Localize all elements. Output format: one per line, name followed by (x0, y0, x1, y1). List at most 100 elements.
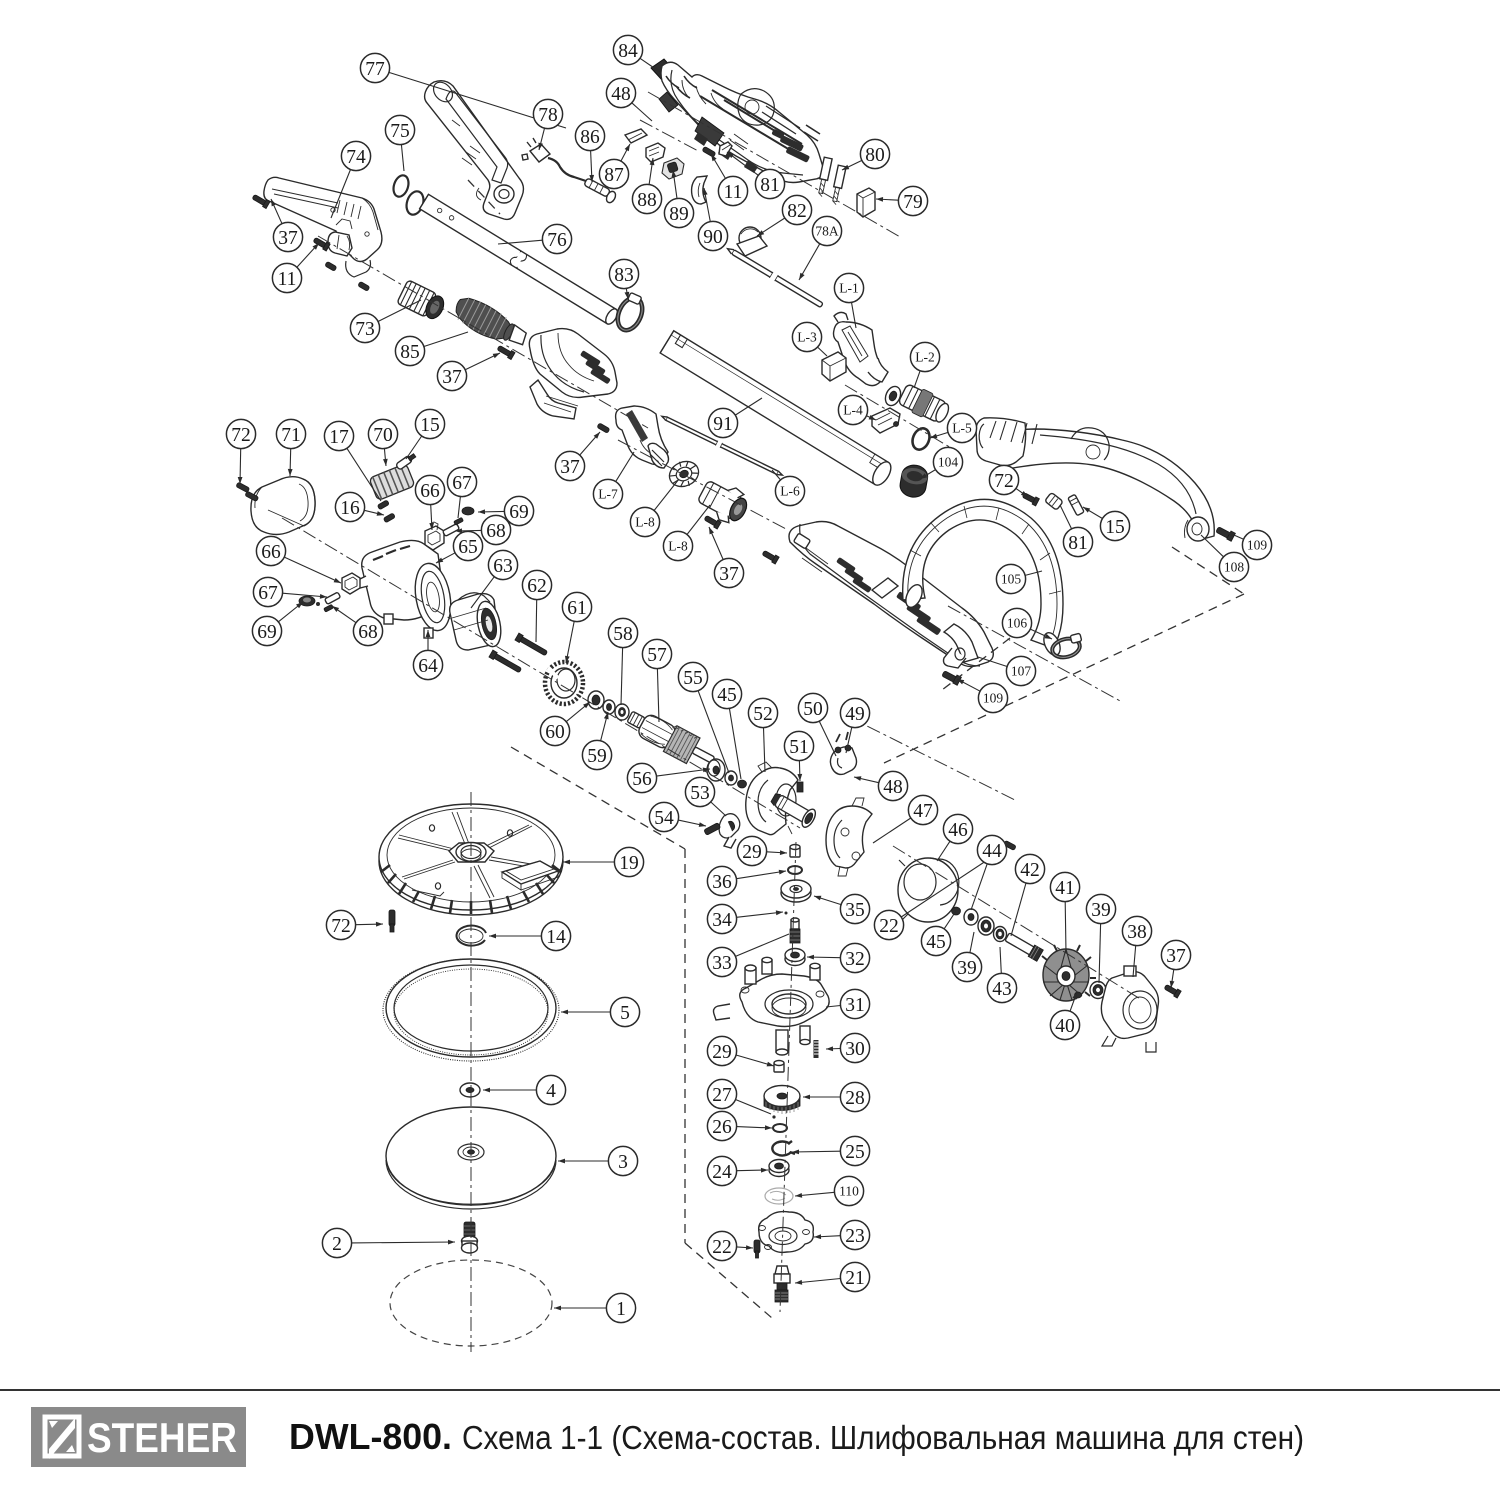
svg-text:69: 69 (257, 622, 277, 643)
svg-text:61: 61 (567, 598, 587, 619)
svg-text:28: 28 (845, 1088, 865, 1109)
svg-text:90: 90 (703, 227, 723, 248)
svg-text:83: 83 (614, 265, 634, 286)
svg-text:40: 40 (1055, 1016, 1075, 1037)
svg-text:78: 78 (538, 105, 558, 126)
svg-text:37: 37 (560, 457, 580, 478)
svg-text:1: 1 (616, 1299, 626, 1320)
svg-text:68: 68 (358, 622, 378, 643)
svg-text:43: 43 (992, 979, 1012, 1000)
svg-text:39: 39 (957, 958, 977, 979)
svg-text:4: 4 (546, 1081, 556, 1102)
svg-text:56: 56 (632, 769, 652, 790)
svg-text:47: 47 (913, 801, 933, 822)
svg-text:31: 31 (845, 995, 865, 1016)
svg-text:67: 67 (452, 473, 472, 494)
svg-text:29: 29 (742, 842, 762, 863)
svg-text:34: 34 (712, 910, 732, 931)
svg-text:55: 55 (683, 668, 703, 689)
svg-text:36: 36 (712, 872, 732, 893)
svg-text:37: 37 (442, 367, 462, 388)
svg-text:L-7: L-7 (598, 487, 618, 502)
svg-text:14: 14 (546, 927, 566, 948)
svg-text:105: 105 (1001, 572, 1022, 587)
svg-text:L-8: L-8 (635, 515, 655, 530)
svg-text:77: 77 (365, 59, 385, 80)
svg-text:30: 30 (845, 1039, 865, 1060)
svg-text:21: 21 (845, 1268, 865, 1289)
svg-text:41: 41 (1055, 878, 1075, 899)
svg-text:69: 69 (509, 502, 529, 523)
svg-text:62: 62 (527, 576, 547, 597)
svg-text:2: 2 (332, 1234, 342, 1255)
svg-text:63: 63 (493, 556, 513, 577)
svg-text:27: 27 (712, 1085, 732, 1106)
svg-text:110: 110 (839, 1184, 859, 1199)
svg-text:88: 88 (637, 190, 657, 211)
svg-text:Схема 1-1 (Схема-состав. Шлифо: Схема 1-1 (Схема-состав. Шлифовальная ма… (462, 1419, 1304, 1456)
svg-text:72: 72 (994, 471, 1014, 492)
svg-text:26: 26 (712, 1117, 732, 1138)
svg-text:50: 50 (803, 699, 823, 720)
svg-text:37: 37 (278, 228, 298, 249)
svg-text:22: 22 (712, 1237, 732, 1258)
svg-text:59: 59 (587, 746, 607, 767)
svg-text:81: 81 (760, 175, 780, 196)
svg-text:16: 16 (340, 498, 360, 519)
svg-text:87: 87 (604, 165, 624, 186)
svg-text:L-8: L-8 (668, 539, 688, 554)
svg-text:22: 22 (879, 916, 899, 937)
svg-text:86: 86 (580, 127, 600, 148)
svg-text:32: 32 (845, 949, 865, 970)
svg-text:79: 79 (903, 192, 923, 213)
svg-text:109: 109 (983, 691, 1004, 706)
svg-text:25: 25 (845, 1142, 865, 1163)
svg-text:106: 106 (1007, 616, 1028, 631)
svg-text:78A: 78A (815, 224, 839, 239)
svg-text:42: 42 (1020, 860, 1040, 881)
svg-text:L-5: L-5 (952, 421, 972, 436)
svg-text:64: 64 (418, 656, 438, 677)
svg-text:L-6: L-6 (780, 484, 800, 499)
svg-text:37: 37 (719, 564, 739, 585)
svg-text:72: 72 (231, 425, 251, 446)
svg-text:15: 15 (1105, 517, 1125, 538)
svg-text:70: 70 (373, 425, 393, 446)
svg-text:29: 29 (712, 1042, 732, 1063)
svg-text:39: 39 (1091, 900, 1111, 921)
svg-text:73: 73 (355, 319, 375, 340)
svg-text:104: 104 (938, 455, 959, 470)
svg-text:L-3: L-3 (797, 330, 817, 345)
svg-text:65: 65 (458, 537, 478, 558)
svg-text:37: 37 (1166, 946, 1186, 967)
svg-text:52: 52 (753, 704, 773, 725)
svg-text:46: 46 (948, 820, 968, 841)
svg-text:67: 67 (258, 583, 278, 604)
svg-text:19: 19 (619, 853, 639, 874)
svg-text:53: 53 (690, 783, 710, 804)
svg-text:STEHER: STEHER (87, 1414, 237, 1461)
svg-text:68: 68 (486, 521, 506, 542)
svg-text:91: 91 (713, 414, 733, 435)
svg-text:L-4: L-4 (843, 403, 863, 418)
svg-text:60: 60 (545, 722, 565, 743)
svg-text:45: 45 (717, 685, 737, 706)
svg-text:84: 84 (618, 41, 638, 62)
svg-text:48: 48 (611, 84, 631, 105)
svg-text:58: 58 (613, 624, 633, 645)
svg-text:15: 15 (420, 415, 440, 436)
svg-text:45: 45 (926, 932, 946, 953)
svg-text:108: 108 (1224, 560, 1245, 575)
svg-text:76: 76 (547, 230, 567, 251)
svg-text:82: 82 (787, 201, 807, 222)
svg-text:74: 74 (346, 147, 366, 168)
svg-text:66: 66 (420, 481, 440, 502)
svg-text:66: 66 (261, 542, 281, 563)
svg-text:11: 11 (278, 269, 297, 290)
svg-text:L-2: L-2 (915, 350, 935, 365)
svg-text:38: 38 (1127, 922, 1147, 943)
svg-text:71: 71 (281, 425, 301, 446)
svg-text:75: 75 (390, 121, 410, 142)
svg-text:35: 35 (845, 900, 865, 921)
svg-text:51: 51 (789, 737, 809, 758)
